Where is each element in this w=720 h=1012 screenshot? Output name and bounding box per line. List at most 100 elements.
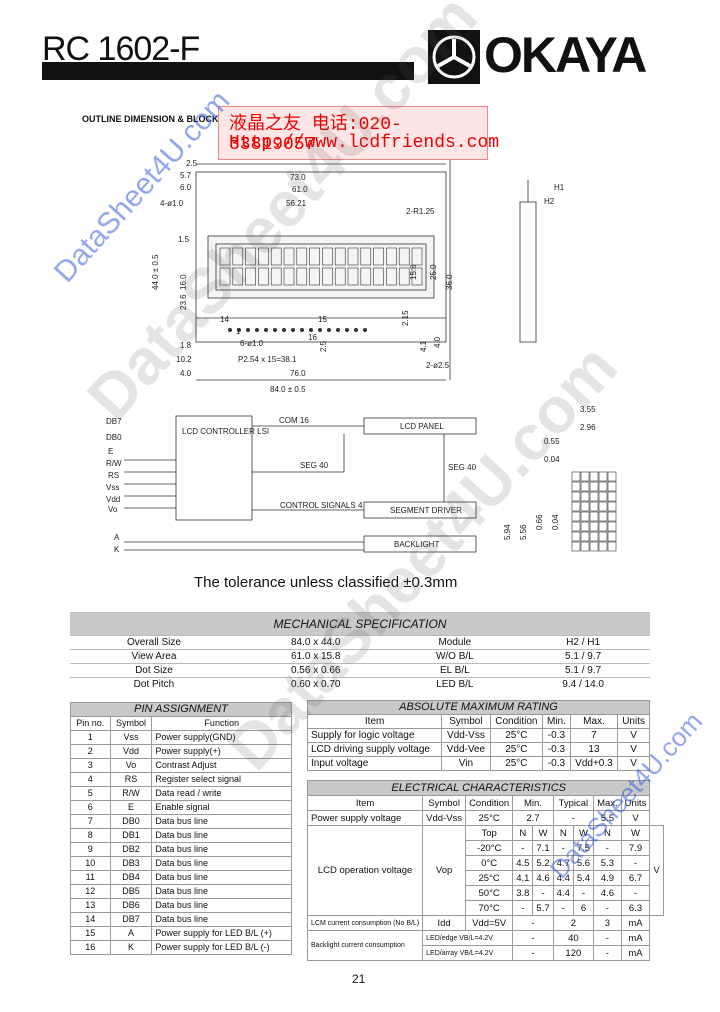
electrical-cell: 0°C — [465, 855, 514, 871]
dot-cell — [589, 501, 599, 512]
electrical-condition: LED/array VB/L=4.2V — [422, 945, 514, 961]
segment-driver-label: SEGMENT DRIVER — [390, 506, 462, 515]
dot-cell — [589, 491, 599, 502]
electrical-item: Backlight current consumption — [306, 930, 424, 961]
dot-cell — [589, 511, 599, 522]
char-cell — [360, 267, 372, 286]
char-cell — [219, 247, 231, 266]
electrical-cell: 50°C — [465, 885, 514, 901]
char-cell — [386, 247, 397, 266]
pin-function: Data bus line — [151, 912, 292, 927]
char-cell — [296, 247, 308, 266]
absolute-header: Units — [617, 714, 650, 729]
pin-hole — [273, 328, 277, 332]
mech-item: Dot Size — [70, 663, 238, 678]
dimension-label: 15.8 — [409, 264, 418, 280]
electrical-cell: 4.1 — [512, 870, 534, 886]
pin-function: Data bus line — [151, 842, 292, 857]
electrical-cell: - — [552, 900, 574, 916]
electrical-cell: - — [593, 900, 622, 916]
dot-cell — [580, 521, 590, 532]
pin-hole — [309, 328, 313, 332]
dot-cell — [607, 471, 617, 482]
dimension-label: 4.0 — [433, 336, 442, 348]
absolute-title: ABSOLUTE MAXIMUM RATING — [307, 700, 650, 715]
label-vo: Vo — [108, 505, 118, 514]
pin-number: 4 — [70, 772, 111, 787]
pin-hole — [318, 328, 322, 332]
electrical-cell: 6.3 — [620, 900, 651, 916]
pin-symbol: E — [109, 800, 153, 815]
pin-number: 16 — [70, 940, 111, 955]
dimension-label: 61.0 — [292, 185, 308, 194]
mech-value: 0.56 x 0.66 — [237, 663, 394, 678]
label-vdd: Vdd — [106, 495, 120, 504]
mech-h2h1: 5.1 / 9.7 — [516, 649, 650, 664]
pin-symbol: Vss — [109, 730, 153, 745]
absolute-cell: -0.3 — [542, 756, 571, 771]
block-diagram: DB7 DB0 E R/W RS Vss Vdd Vo A K LCD CONT… — [106, 415, 477, 554]
mech-value: 0.60 x 0.70 — [237, 677, 394, 691]
char-cell — [283, 267, 295, 286]
pin-number: 13 — [70, 898, 111, 913]
char-cell — [398, 267, 410, 286]
pin-hole — [255, 328, 259, 332]
electrical-cell: -20°C — [465, 840, 514, 856]
pin-hole — [228, 328, 232, 332]
dot-cell — [598, 511, 608, 522]
char-cell — [309, 267, 320, 286]
electrical-cell: 7.9 — [620, 840, 651, 856]
dimension-label: 2.15 — [401, 310, 410, 326]
pin-hole — [282, 328, 286, 332]
electrical-min: 2.7 — [512, 810, 554, 826]
absolute-cell: Vdd-Vss — [441, 728, 491, 743]
dimension-label: 44.0 ± 0.5 — [151, 254, 160, 290]
char-cell — [219, 267, 231, 286]
pin-hole — [354, 328, 358, 332]
electrical-item: LCM current consumption (No B/L) — [306, 915, 424, 931]
dot-cell — [607, 521, 617, 532]
red-stamp: 液晶之友 电话:020-33819057 Http://www.lcdfrien… — [218, 106, 499, 160]
mech-value: 84.0 x 44.0 — [237, 635, 394, 650]
absolute-header: Min. — [542, 714, 571, 729]
electrical-unit: mA — [620, 945, 651, 961]
pin-number: 3 — [70, 758, 111, 773]
dimension-label: 36.0 — [445, 274, 454, 290]
mech-item: Dot Pitch — [70, 677, 238, 691]
dot-cell — [589, 531, 599, 542]
dot-cell — [589, 521, 599, 532]
electrical-min: - — [512, 930, 554, 946]
pin-number: 14 — [70, 912, 111, 927]
dimension-label: 1.8 — [180, 341, 192, 350]
label-db7: DB7 — [106, 417, 122, 426]
absolute-cell: 7 — [569, 728, 619, 743]
electrical-cell: 25°C — [465, 870, 514, 886]
pin-symbol: DB1 — [109, 828, 153, 843]
absolute-header: Condition — [489, 714, 544, 729]
absolute-cell: 25°C — [489, 728, 544, 743]
dot-cell — [607, 531, 617, 542]
char-cell — [296, 267, 308, 286]
char-cell — [373, 247, 384, 266]
controller-label: LCD CONTROLLER LSI — [182, 427, 269, 436]
dot-cell — [580, 511, 590, 522]
nw-header: N — [512, 825, 534, 841]
dot-dim-5: 5.94 — [503, 524, 512, 540]
pin-hole — [327, 328, 331, 332]
pin-symbol: R/W — [109, 786, 153, 801]
dot-cell — [580, 491, 590, 502]
okaya-logo-text: OKAYA — [484, 27, 647, 83]
label-e: E — [108, 447, 113, 456]
dot-cell — [571, 491, 581, 502]
absolute-cell: 25°C — [489, 756, 544, 771]
dimension-label: 4.1 — [419, 340, 428, 352]
absolute-cell: Vdd+0.3 — [569, 756, 619, 771]
